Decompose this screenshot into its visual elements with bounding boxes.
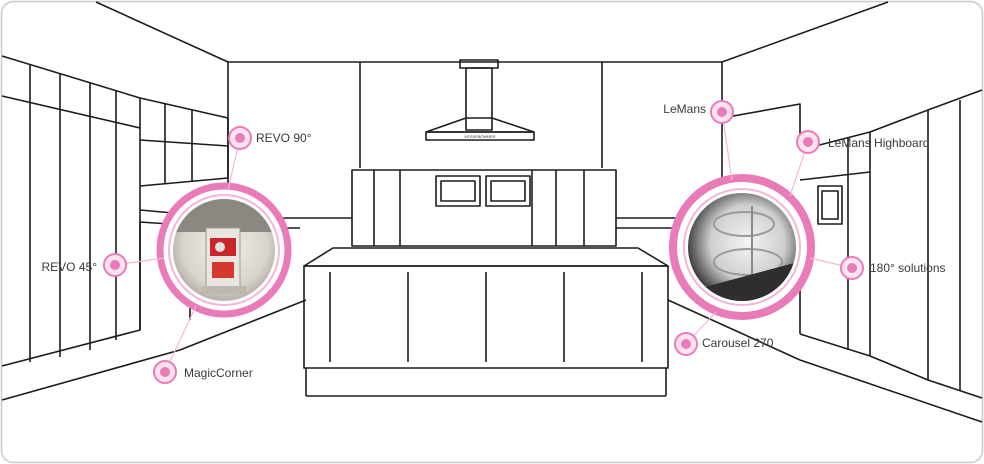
hotspot-label-carousel270: Carousel 270 bbox=[702, 336, 774, 350]
hotspot-carousel270[interactable]: Carousel 270 bbox=[674, 332, 774, 356]
hood-brand-text: KESSEBÖHMER bbox=[465, 134, 496, 139]
hotspot-label-solutions180: 180° solutions bbox=[870, 261, 946, 275]
photo-circle-right bbox=[669, 174, 815, 320]
hotspot-revo90[interactable]: REVO 90° bbox=[228, 126, 312, 150]
hotspot-magiccorner[interactable]: MagicCorner bbox=[153, 360, 253, 384]
hotspot-label-revo45: REVO 45° bbox=[42, 260, 98, 274]
hotspot-revo45[interactable]: REVO 45° bbox=[42, 253, 127, 277]
room-lineart bbox=[1, 1, 983, 423]
hotspot-label-lemans: LeMans bbox=[663, 102, 706, 116]
hotspot-solutions180[interactable]: 180° solutions bbox=[840, 256, 946, 280]
hotspot-lemans-highboard[interactable]: LeMans Highboard bbox=[796, 130, 929, 154]
hotspot-label-revo90: REVO 90° bbox=[256, 131, 312, 145]
hotspot-lemans[interactable]: LeMans bbox=[663, 100, 734, 124]
revo-product-photo bbox=[173, 199, 275, 301]
hotspot-label-magiccorner: MagicCorner bbox=[184, 366, 253, 380]
photo-circle-left bbox=[156, 182, 292, 318]
hotspot-label-lemans-highboard: LeMans Highboard bbox=[828, 136, 929, 150]
